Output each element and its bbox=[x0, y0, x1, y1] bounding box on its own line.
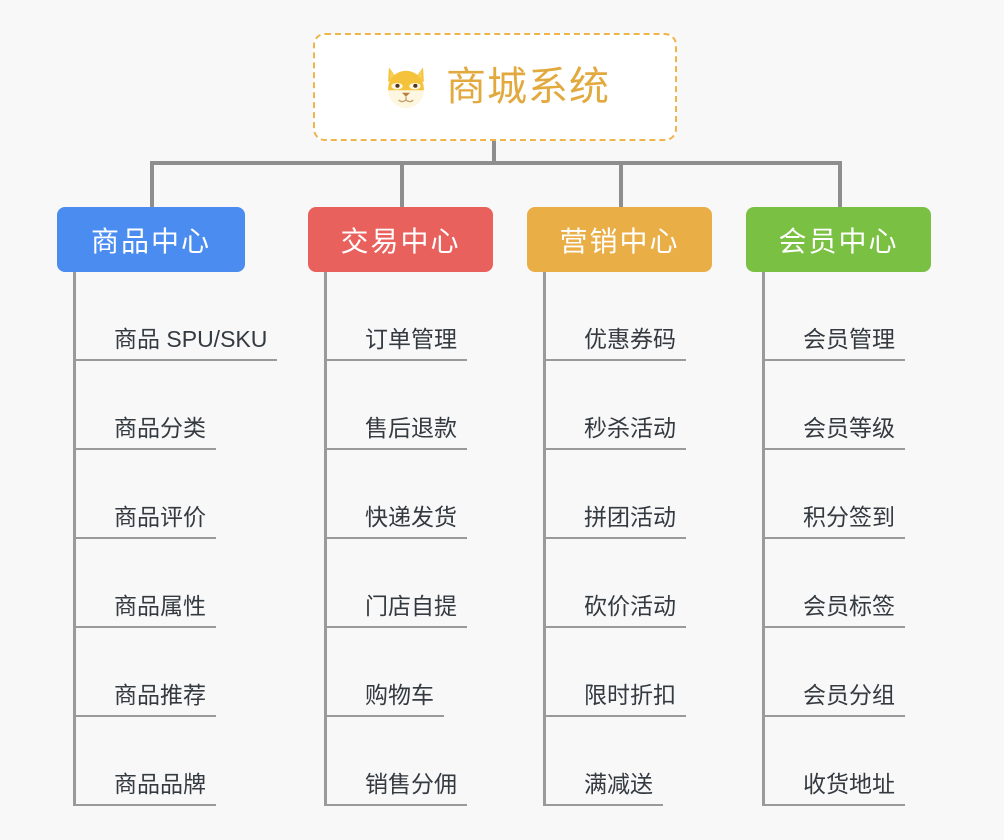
leaf-node[interactable]: 秒杀活动 bbox=[546, 361, 712, 450]
leaf-connector-stub bbox=[765, 359, 803, 361]
leaf-node[interactable]: 商品评价 bbox=[76, 450, 245, 539]
leaf-label: 商品推荐 bbox=[108, 682, 216, 717]
connector-drop-marketing-center bbox=[619, 161, 623, 207]
connector-drop-trade-center bbox=[400, 161, 404, 207]
leaf-label: 会员管理 bbox=[797, 326, 905, 361]
leaf-label: 会员标签 bbox=[797, 593, 905, 628]
category-header-marketing-center[interactable]: 营销中心 bbox=[527, 207, 712, 272]
shiba-dog-face-icon bbox=[388, 67, 424, 109]
connector-root-stem bbox=[492, 141, 496, 165]
leaf-connector-stub bbox=[327, 359, 365, 361]
leaf-connector-stub bbox=[765, 448, 803, 450]
leaf-list-product-center: 商品 SPU/SKU 商品分类商品评价商品属性商品推荐商品品牌 bbox=[73, 272, 278, 806]
leaf-connector-stub bbox=[327, 537, 365, 539]
category-column-trade-center: 交易中心订单管理售后退款快递发货门店自提购物车销售分佣 bbox=[308, 207, 493, 806]
leaf-connector-stub bbox=[546, 359, 584, 361]
category-column-marketing-center: 营销中心优惠券码秒杀活动拼团活动砍价活动限时折扣满减送 bbox=[527, 207, 712, 806]
leaf-label: 商品评价 bbox=[108, 504, 216, 539]
leaf-connector-stub bbox=[76, 626, 114, 628]
category-header-trade-center[interactable]: 交易中心 bbox=[308, 207, 493, 272]
leaf-label: 订单管理 bbox=[359, 326, 467, 361]
leaf-label: 购物车 bbox=[359, 682, 444, 717]
leaf-connector-stub bbox=[765, 626, 803, 628]
leaf-node[interactable]: 会员管理 bbox=[765, 272, 931, 361]
leaf-node[interactable]: 售后退款 bbox=[327, 361, 493, 450]
connector-horizontal-bus bbox=[150, 161, 842, 165]
leaf-connector-stub bbox=[546, 715, 584, 717]
category-column-member-center: 会员中心会员管理会员等级积分签到会员标签会员分组收货地址 bbox=[746, 207, 931, 806]
leaf-label: 商品 SPU/SKU bbox=[108, 326, 278, 361]
leaf-node[interactable]: 会员分组 bbox=[765, 628, 931, 717]
leaf-connector-stub bbox=[327, 804, 365, 806]
category-header-product-center[interactable]: 商品中心 bbox=[57, 207, 245, 272]
leaf-node[interactable]: 商品 SPU/SKU bbox=[76, 272, 278, 361]
leaf-connector-stub bbox=[76, 359, 114, 361]
leaf-connector-stub bbox=[765, 537, 803, 539]
leaf-connector-stub bbox=[327, 448, 365, 450]
leaf-label: 快递发货 bbox=[359, 504, 467, 539]
leaf-label: 销售分佣 bbox=[359, 771, 467, 806]
category-header-member-center[interactable]: 会员中心 bbox=[746, 207, 931, 272]
leaf-node[interactable]: 商品分类 bbox=[76, 361, 245, 450]
leaf-label: 拼团活动 bbox=[578, 504, 686, 539]
leaf-node[interactable]: 门店自提 bbox=[327, 539, 493, 628]
leaf-connector-stub bbox=[546, 804, 584, 806]
leaf-label: 砍价活动 bbox=[578, 593, 686, 628]
leaf-node[interactable]: 购物车 bbox=[327, 628, 493, 717]
leaf-node[interactable]: 快递发货 bbox=[327, 450, 493, 539]
root-node-shopping-mall-system[interactable]: 商城系统 bbox=[313, 33, 677, 141]
leaf-connector-stub bbox=[76, 537, 114, 539]
leaf-connector-stub bbox=[546, 448, 584, 450]
leaf-connector-stub bbox=[327, 715, 365, 717]
leaf-node[interactable]: 积分签到 bbox=[765, 450, 931, 539]
leaf-list-marketing-center: 优惠券码秒杀活动拼团活动砍价活动限时折扣满减送 bbox=[543, 272, 712, 806]
leaf-label: 会员等级 bbox=[797, 415, 905, 450]
leaf-label: 收货地址 bbox=[797, 771, 905, 806]
leaf-connector-stub bbox=[765, 715, 803, 717]
leaf-label: 满减送 bbox=[578, 771, 663, 806]
leaf-node[interactable]: 满减送 bbox=[546, 717, 712, 806]
leaf-node[interactable]: 会员等级 bbox=[765, 361, 931, 450]
leaf-label: 售后退款 bbox=[359, 415, 467, 450]
leaf-connector-stub bbox=[765, 804, 803, 806]
leaf-label: 积分签到 bbox=[797, 504, 905, 539]
leaf-label: 限时折扣 bbox=[578, 682, 686, 717]
leaf-label: 商品品牌 bbox=[108, 771, 216, 806]
leaf-connector-stub bbox=[76, 804, 114, 806]
leaf-connector-stub bbox=[76, 715, 114, 717]
leaf-node[interactable]: 收货地址 bbox=[765, 717, 931, 806]
leaf-node[interactable]: 订单管理 bbox=[327, 272, 493, 361]
connector-drop-product-center bbox=[150, 161, 154, 207]
leaf-list-trade-center: 订单管理售后退款快递发货门店自提购物车销售分佣 bbox=[324, 272, 493, 806]
category-column-product-center: 商品中心商品 SPU/SKU 商品分类商品评价商品属性商品推荐商品品牌 bbox=[57, 207, 278, 806]
leaf-node[interactable]: 商品属性 bbox=[76, 539, 245, 628]
leaf-node[interactable]: 销售分佣 bbox=[327, 717, 493, 806]
leaf-connector-stub bbox=[327, 626, 365, 628]
leaf-node[interactable]: 拼团活动 bbox=[546, 450, 712, 539]
leaf-connector-stub bbox=[546, 626, 584, 628]
leaf-label: 秒杀活动 bbox=[578, 415, 686, 450]
leaf-label: 商品属性 bbox=[108, 593, 216, 628]
leaf-label: 门店自提 bbox=[359, 593, 467, 628]
leaf-connector-stub bbox=[546, 537, 584, 539]
leaf-node[interactable]: 商品推荐 bbox=[76, 628, 245, 717]
leaf-label: 商品分类 bbox=[108, 415, 216, 450]
leaf-node[interactable]: 限时折扣 bbox=[546, 628, 712, 717]
leaf-label: 优惠券码 bbox=[578, 326, 686, 361]
leaf-node[interactable]: 商品品牌 bbox=[76, 717, 245, 806]
leaf-node[interactable]: 会员标签 bbox=[765, 539, 931, 628]
leaf-label: 会员分组 bbox=[797, 682, 905, 717]
leaf-list-member-center: 会员管理会员等级积分签到会员标签会员分组收货地址 bbox=[762, 272, 931, 806]
connector-drop-member-center bbox=[838, 161, 842, 207]
leaf-node[interactable]: 砍价活动 bbox=[546, 539, 712, 628]
leaf-node[interactable]: 优惠券码 bbox=[546, 272, 712, 361]
leaf-connector-stub bbox=[76, 448, 114, 450]
root-title: 商城系统 bbox=[446, 65, 610, 109]
